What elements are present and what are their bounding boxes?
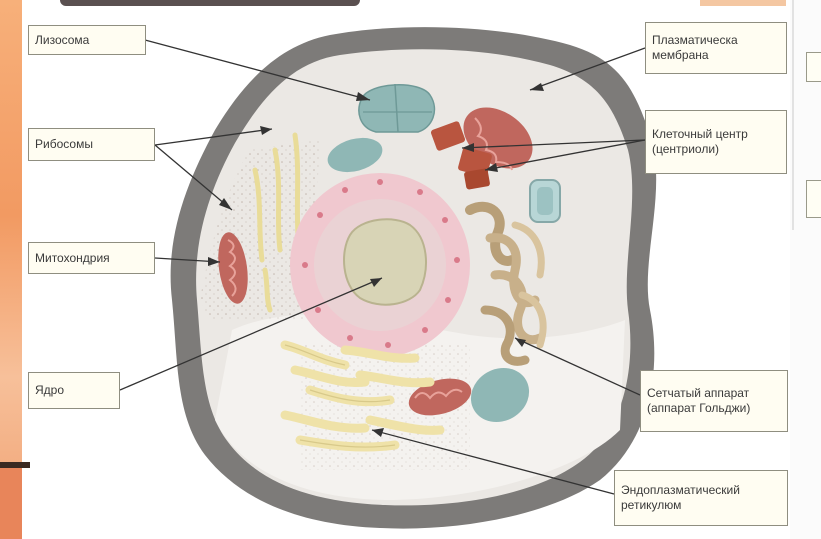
label-golgi: Сетчатый аппарат (аппарат Гольджи) — [640, 370, 788, 432]
label-mitochondrion: Митохондрия — [28, 242, 155, 274]
label-plasma-membrane: Плазматическа мембрана — [645, 22, 787, 74]
label-nucleus: Ядро — [28, 372, 120, 409]
vesicle-right — [530, 180, 560, 222]
lysosome-organelle — [359, 84, 435, 132]
label-ribosomes: Рибосомы — [28, 128, 155, 161]
label-er: Эндоплазматический ретикулюм — [614, 470, 788, 526]
label-lysosome: Лизосома — [28, 25, 146, 55]
label-cell-center: Клеточный центр (центриоли) — [645, 110, 787, 174]
nucleolus — [344, 219, 426, 304]
